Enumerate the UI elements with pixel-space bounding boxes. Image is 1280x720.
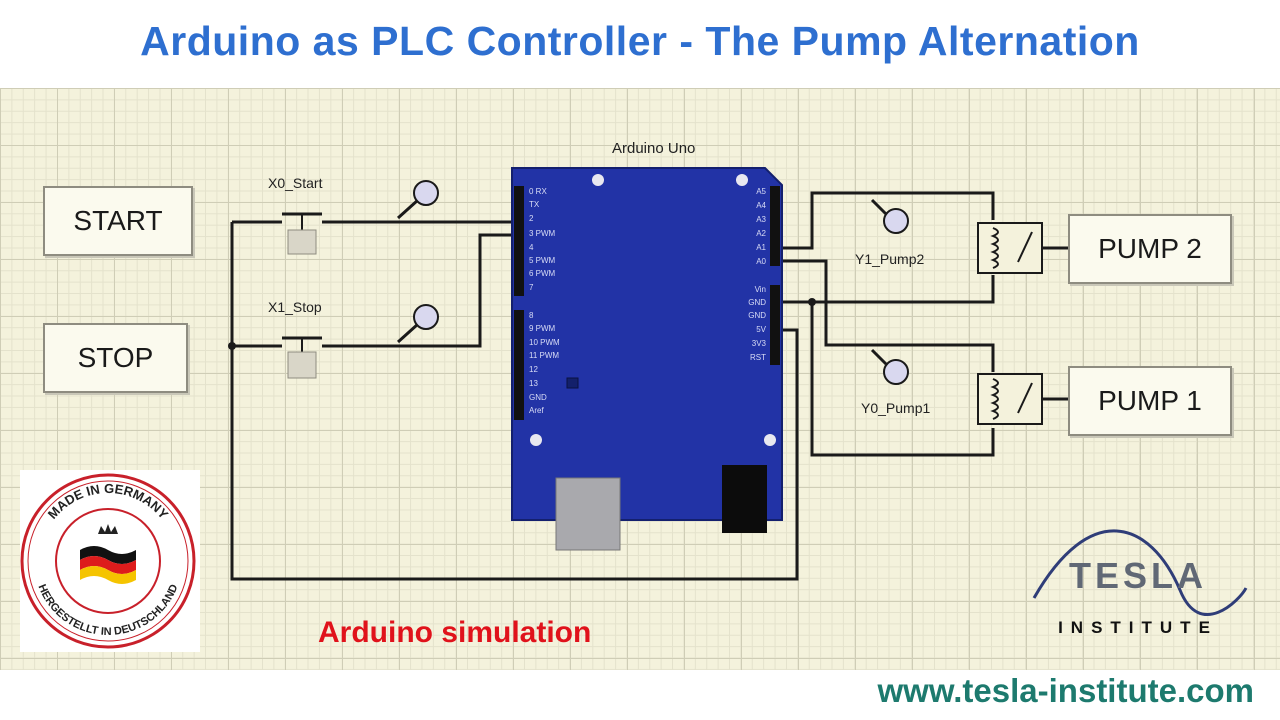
svg-text:3 PWM: 3 PWM xyxy=(529,229,556,238)
probe-x0-lamp xyxy=(413,180,439,206)
svg-text:6 PWM: 6 PWM xyxy=(529,269,556,278)
probe-y1-stem xyxy=(870,198,888,216)
website-url[interactable]: www.tesla-institute.com xyxy=(877,672,1254,709)
svg-text:12: 12 xyxy=(529,365,538,374)
wire-a1-coil2 xyxy=(778,191,995,250)
board-label: Arduino Uno xyxy=(612,140,696,157)
probe-y0-lamp xyxy=(883,359,909,385)
svg-text:A1: A1 xyxy=(756,243,766,252)
usb-port xyxy=(555,477,621,551)
svg-text:0 RX: 0 RX xyxy=(529,187,547,196)
probe-y1-lamp xyxy=(883,208,909,234)
svg-text:A0: A0 xyxy=(756,257,766,266)
relay-pump2 xyxy=(977,222,1043,274)
svg-text:GND: GND xyxy=(748,311,766,320)
stop-button[interactable]: STOP xyxy=(43,323,188,393)
svg-text:2: 2 xyxy=(529,214,534,223)
y0-pump1-label: Y0_Pump1 xyxy=(861,400,931,416)
svg-text:8: 8 xyxy=(529,311,534,320)
made-in-germany-seal: MADE IN GERMANY HERGESTELLT IN DEUTSCHLA… xyxy=(20,470,200,652)
pushbutton-x0[interactable] xyxy=(282,212,322,255)
tesla-institute-logo: TESLA INSTITUTE xyxy=(1032,529,1248,637)
arduino-board xyxy=(511,167,783,551)
svg-text:4: 4 xyxy=(529,243,534,252)
svg-text:10 PWM: 10 PWM xyxy=(529,338,560,347)
svg-text:A4: A4 xyxy=(756,201,766,210)
svg-text:11 PWM: 11 PWM xyxy=(529,351,559,360)
svg-text:GND: GND xyxy=(529,393,547,402)
y1-pump2-label: Y1_Pump2 xyxy=(855,251,925,267)
probe-x0-stem xyxy=(396,198,420,220)
svg-text:INSTITUTE: INSTITUTE xyxy=(1058,618,1218,637)
svg-text:A3: A3 xyxy=(756,215,766,224)
x0-start-label: X0_Start xyxy=(268,175,323,191)
wire-common xyxy=(230,222,799,581)
x1-stop-label: X1_Stop xyxy=(268,299,322,315)
svg-text:13: 13 xyxy=(529,379,538,388)
svg-text:TESLA: TESLA xyxy=(1069,555,1207,596)
svg-text:GND: GND xyxy=(748,298,766,307)
wires xyxy=(230,191,1068,581)
svg-text:TX: TX xyxy=(529,200,540,209)
svg-text:A2: A2 xyxy=(756,229,766,238)
wire-gnd-coil2 xyxy=(778,275,995,304)
power-jack xyxy=(722,465,767,533)
svg-text:RST: RST xyxy=(750,353,766,362)
probe-x1-stem xyxy=(396,322,420,344)
pump2-indicator: PUMP 2 xyxy=(1068,214,1232,284)
svg-text:7: 7 xyxy=(529,283,534,292)
pushbutton-x1[interactable] xyxy=(282,336,322,379)
wire-gnd-coil1 xyxy=(810,302,995,457)
svg-text:9 PWM: 9 PWM xyxy=(529,324,556,333)
svg-text:5V: 5V xyxy=(756,325,766,334)
svg-text:3V3: 3V3 xyxy=(752,339,767,348)
svg-text:A5: A5 xyxy=(756,187,766,196)
probe-y0-stem xyxy=(870,348,888,366)
pin-labels: 0 RX TX 2 3 PWM 4 5 PWM 6 PWM 7 8 9 PWM … xyxy=(529,187,767,415)
wire-x1 xyxy=(322,233,518,348)
start-button[interactable]: START xyxy=(43,186,193,256)
germany-flag-icon xyxy=(80,546,136,584)
svg-text:Vin: Vin xyxy=(755,285,766,294)
wire-a0-coil1 xyxy=(778,259,995,372)
svg-text:5 PWM: 5 PWM xyxy=(529,256,556,265)
simulation-caption: Arduino simulation xyxy=(318,616,592,649)
svg-text:Aref: Aref xyxy=(529,406,544,415)
crown-icon xyxy=(98,524,118,534)
probe-x1-lamp xyxy=(413,304,439,330)
page-title: Arduino as PLC Controller - The Pump Alt… xyxy=(140,18,1140,64)
relay-pump1 xyxy=(977,373,1043,425)
pump1-indicator: PUMP 1 xyxy=(1068,366,1232,436)
